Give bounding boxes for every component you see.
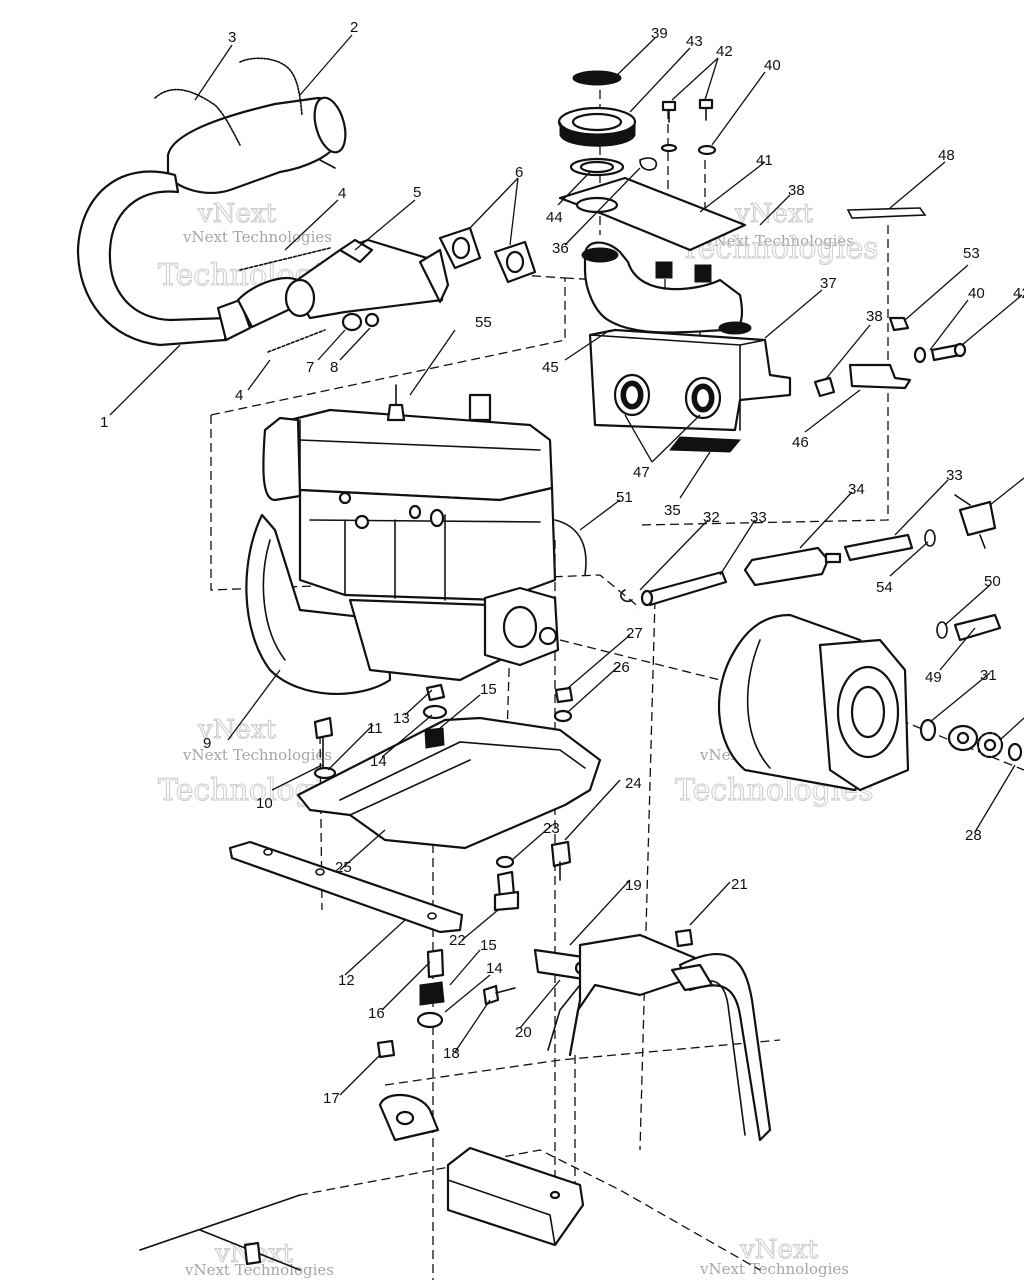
watermark-label: vNext Technologies xyxy=(182,746,332,764)
callout-6: 6 xyxy=(515,164,523,181)
callout-54: 54 xyxy=(876,579,893,596)
exhaust-assembly xyxy=(76,57,347,353)
intake-boot xyxy=(583,241,744,334)
callout-8: 8 xyxy=(330,359,338,376)
callout-55: 55 xyxy=(475,314,492,331)
watermark-label: vNext Technologies xyxy=(704,232,854,250)
air-intake-assembly xyxy=(557,70,967,453)
watermark-label: vNext Technologies xyxy=(699,1260,849,1278)
callout-1: 1 xyxy=(100,414,108,431)
callout-51: 51 xyxy=(616,489,633,506)
callout-4: 4 xyxy=(338,185,346,202)
callout-42: 42 xyxy=(1013,285,1024,302)
callout-13: 13 xyxy=(393,710,410,727)
callout-23: 23 xyxy=(543,820,560,837)
muffler xyxy=(166,96,340,194)
callout-49: 49 xyxy=(925,669,942,686)
callout-48: 48 xyxy=(938,147,955,164)
callout-11: 11 xyxy=(367,720,383,737)
callout-18: 18 xyxy=(443,1045,460,1062)
callout-46: 46 xyxy=(792,434,809,451)
callout-38: 38 xyxy=(788,182,805,199)
callout-44: 44 xyxy=(546,209,563,226)
callout-12: 12 xyxy=(338,972,355,989)
callout-4: 4 xyxy=(235,387,243,404)
exhaust-pipe xyxy=(76,170,230,347)
engine xyxy=(245,384,587,695)
fuel-filter xyxy=(743,546,830,587)
callout-38: 38 xyxy=(866,308,883,325)
callout-43: 43 xyxy=(686,33,703,50)
callout-10: 10 xyxy=(256,795,273,812)
callout-14: 14 xyxy=(486,960,503,977)
mounting-bar xyxy=(228,840,464,934)
callout-27: 27 xyxy=(626,625,643,642)
watermark-label: vNext Technologies xyxy=(184,1261,334,1279)
callout-15: 15 xyxy=(480,681,497,698)
callout-41: 41 xyxy=(756,152,773,169)
callout-47: 47 xyxy=(633,464,650,481)
watermark-brand: vNext xyxy=(739,1235,818,1265)
callout-34: 34 xyxy=(848,481,865,498)
watermark-brand: vNext xyxy=(197,199,276,229)
callout-15: 15 xyxy=(480,937,497,954)
watermark-brand: vNext xyxy=(197,715,276,745)
callout-45: 45 xyxy=(542,359,559,376)
callout-40: 40 xyxy=(968,285,985,302)
callout-31: 31 xyxy=(980,667,997,684)
callout-2: 2 xyxy=(350,19,358,36)
watermark-brand: vNext xyxy=(734,199,813,229)
callout-42: 42 xyxy=(716,43,733,60)
engine-mount-assembly xyxy=(228,683,694,1059)
drive-clutch xyxy=(717,613,1023,792)
callout-21: 21 xyxy=(731,876,748,893)
callout-3: 3 xyxy=(228,29,236,46)
leader-lines xyxy=(109,34,1024,1096)
callout-14: 14 xyxy=(370,753,387,770)
callout-22: 22 xyxy=(449,932,466,949)
callout-7: 7 xyxy=(306,359,314,376)
callout-19: 19 xyxy=(625,877,642,894)
fuel-line-assembly xyxy=(620,494,1002,642)
callout-20: 20 xyxy=(515,1024,532,1041)
callout-24: 24 xyxy=(625,775,642,792)
callout-9: 9 xyxy=(203,735,211,752)
callout-37: 37 xyxy=(820,275,837,292)
callout-32: 32 xyxy=(703,509,720,526)
callout-33: 33 xyxy=(750,509,767,526)
callout-33: 33 xyxy=(946,467,963,484)
callout-17: 17 xyxy=(323,1090,340,1107)
callout-40: 40 xyxy=(764,57,781,74)
callout-labels: 1 2 3 4 4 5 6 7 8 9 10 11 12 13 14 14 15… xyxy=(100,19,1024,1107)
callout-50: 50 xyxy=(984,573,1001,590)
exhaust-manifold xyxy=(284,226,537,332)
frame-chassis xyxy=(139,933,772,1271)
mounting-plate xyxy=(296,716,602,850)
callout-26: 26 xyxy=(613,659,630,676)
callout-39: 39 xyxy=(651,25,668,42)
callout-25: 25 xyxy=(335,859,352,876)
filter-element xyxy=(572,70,622,86)
recoil-housing xyxy=(245,513,392,695)
callout-53: 53 xyxy=(963,245,980,262)
callout-36: 36 xyxy=(552,240,569,257)
frame-tube xyxy=(678,952,772,1142)
callout-16: 16 xyxy=(368,1005,385,1022)
callout-5: 5 xyxy=(413,184,421,201)
watermark-label: vNext Technologies xyxy=(182,228,332,246)
callout-28: 28 xyxy=(965,827,982,844)
callout-35: 35 xyxy=(664,502,681,519)
